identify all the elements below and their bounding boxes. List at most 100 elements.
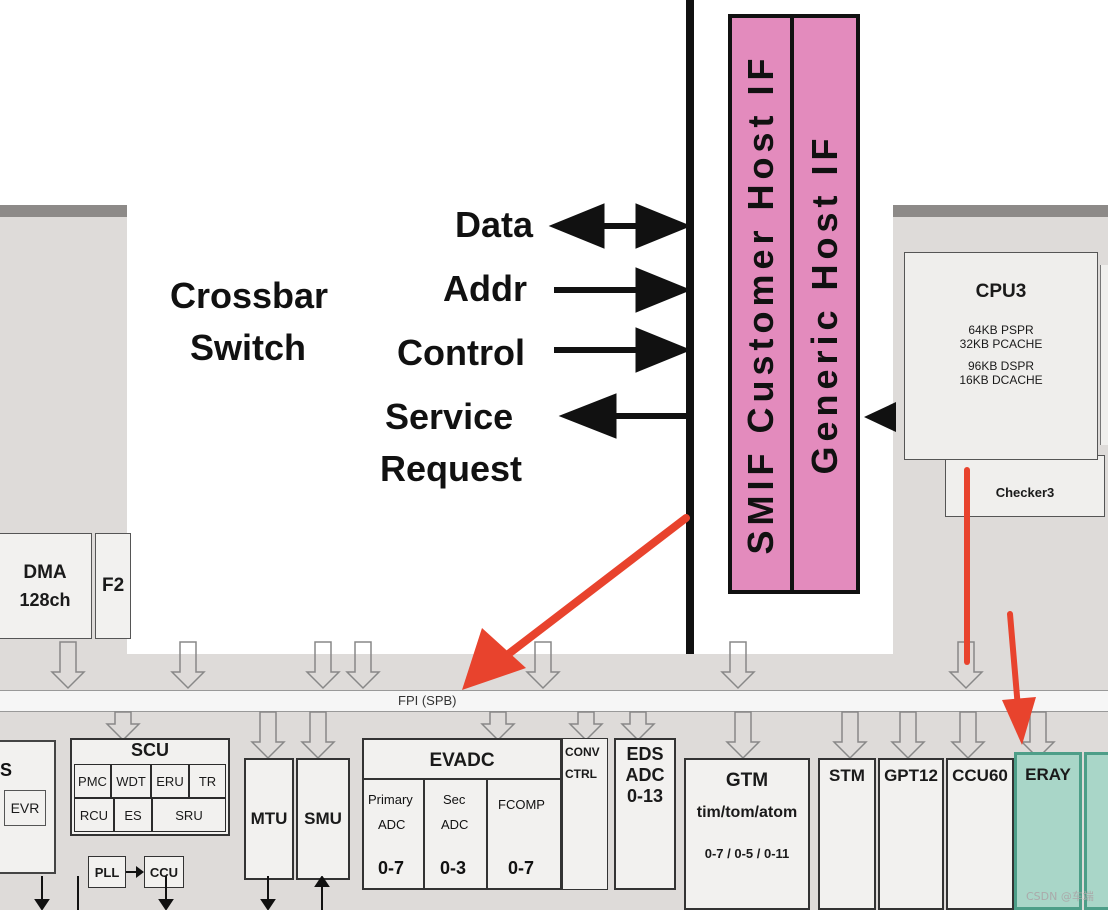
ccu-label: CCU bbox=[149, 864, 179, 880]
scu-label: SCU bbox=[130, 740, 169, 760]
connector-arrow bbox=[105, 711, 141, 742]
control-arrow bbox=[554, 327, 692, 373]
eds-label: EDS bbox=[626, 744, 664, 764]
evadc-col-div2 bbox=[486, 780, 488, 888]
connector-arrow bbox=[725, 711, 761, 760]
eds-adc-block: EDS ADC 0-13 bbox=[614, 738, 676, 890]
primary-adc-l2: ADC bbox=[378, 817, 406, 832]
eru-label: ERU bbox=[156, 773, 184, 789]
gpt12-label: GPT12 bbox=[884, 766, 938, 785]
signal-data-label: Data bbox=[455, 204, 534, 245]
evr-label: EVR bbox=[10, 800, 40, 816]
connector-arrow bbox=[525, 641, 561, 690]
f2-block: F2 bbox=[95, 533, 131, 639]
connector-arrow bbox=[345, 641, 381, 690]
connector-arrow bbox=[300, 711, 336, 760]
connector-arrow bbox=[305, 641, 341, 690]
rcu-block: RCU bbox=[74, 798, 114, 832]
s-block-label: S bbox=[0, 760, 13, 780]
rcu-label: RCU bbox=[79, 807, 109, 823]
sec-adc-l1: Sec bbox=[443, 792, 466, 807]
gray-top-strip-left bbox=[0, 205, 130, 217]
f2-label: F2 bbox=[102, 575, 125, 596]
signal-service-label: Service bbox=[385, 396, 514, 437]
sru-block: SRU bbox=[152, 798, 226, 832]
ctrl-label: CTRL bbox=[565, 767, 597, 781]
stm-label: STM bbox=[829, 766, 865, 785]
red-arrow-to-eray bbox=[1002, 611, 1036, 745]
connector-arrow bbox=[568, 711, 604, 742]
fpi-bus-label: FPI (SPB) bbox=[398, 693, 457, 708]
pll-block: PLL bbox=[88, 856, 126, 888]
evadc-divider bbox=[364, 778, 560, 780]
pmc-block: PMC bbox=[74, 764, 111, 798]
cpu3-title: CPU3 bbox=[975, 281, 1027, 302]
signal-control-label: Control bbox=[397, 332, 525, 373]
gtm-sub-label: tim/tom/atom bbox=[696, 804, 798, 821]
bus-connectors bbox=[50, 641, 1056, 760]
evr-block: EVR bbox=[4, 790, 46, 826]
ccu-block: CCU bbox=[144, 856, 184, 888]
gray-top-strip-right bbox=[893, 205, 1108, 217]
cpu3-side-strip bbox=[1100, 265, 1108, 445]
pmc-label: PMC bbox=[78, 773, 107, 789]
service-request-arrow bbox=[558, 393, 690, 439]
fcomp-range: 0-7 bbox=[508, 858, 535, 878]
smu-block: SMU bbox=[296, 758, 350, 880]
pll-label: PLL bbox=[94, 864, 120, 880]
watermark: CSDN @车端 bbox=[1026, 890, 1094, 903]
eru-block: ERU bbox=[151, 764, 189, 798]
next-block-edge bbox=[1084, 752, 1108, 910]
eds-adc-label: ADC bbox=[625, 765, 665, 785]
sec-adc-l2: ADC bbox=[441, 817, 469, 832]
evadc-block: EVADC bbox=[362, 738, 562, 890]
sru-label: SRU bbox=[175, 807, 203, 823]
checker3-label: Checker3 bbox=[995, 484, 1055, 500]
signal-request-label: Request bbox=[380, 448, 523, 489]
crossbar-switch-label: Crossbar Switch bbox=[170, 270, 328, 374]
cpu3-dcache: 16KB DCACHE bbox=[959, 373, 1043, 387]
fpi-bus-line bbox=[0, 690, 1108, 712]
dma-channels: 128ch bbox=[19, 589, 71, 610]
cpu3-dspr: 96KB DSPR bbox=[967, 359, 1035, 373]
addr-arrow bbox=[554, 267, 692, 313]
wdt-label: WDT bbox=[116, 773, 146, 789]
tr-block: TR bbox=[189, 764, 226, 798]
connector-arrow bbox=[50, 641, 86, 690]
crossbar-vertical-bus bbox=[686, 0, 694, 654]
mtu-label: MTU bbox=[250, 809, 288, 828]
cpu3-pspr: 64KB PSPR bbox=[968, 323, 1034, 337]
dma-title: DMA bbox=[23, 561, 67, 583]
conv-label: CONV bbox=[565, 745, 600, 759]
connector-arrow bbox=[948, 641, 984, 690]
connector-arrow bbox=[720, 641, 756, 690]
crossbar-line1: Crossbar bbox=[170, 275, 329, 316]
ccu60-block: CCU60 bbox=[946, 758, 1014, 910]
connector-arrow bbox=[832, 711, 868, 760]
signal-addr-label: Addr bbox=[443, 268, 527, 309]
bottom-io-arrows bbox=[34, 876, 330, 910]
sec-adc-range: 0-3 bbox=[440, 858, 467, 878]
connector-arrow bbox=[170, 641, 206, 690]
data-bidirectional-arrow bbox=[548, 203, 692, 249]
gpt12-block: GPT12 bbox=[878, 758, 944, 910]
primary-adc-l1: Primary bbox=[368, 792, 413, 807]
evadc-col-div1 bbox=[423, 780, 425, 888]
es-label: ES bbox=[124, 807, 142, 823]
cpu3-left-arrow bbox=[864, 402, 896, 432]
connector-arrow bbox=[1020, 711, 1056, 760]
smu-label: SMU bbox=[304, 809, 342, 828]
tr-label: TR bbox=[198, 773, 217, 789]
connector-arrow bbox=[950, 711, 986, 760]
gtm-block: GTM tim/tom/atom 0-7 / 0-5 / 0-11 bbox=[684, 758, 810, 910]
dma-block: DMA 128ch bbox=[0, 533, 92, 639]
connector-arrow bbox=[480, 711, 516, 742]
eds-range: 0-13 bbox=[626, 786, 664, 806]
red-arrow-crossbar-to-fpi bbox=[462, 514, 690, 690]
wdt-block: WDT bbox=[111, 764, 151, 798]
eray-block: ERAY bbox=[1014, 752, 1082, 910]
eray-label: ERAY bbox=[1025, 765, 1071, 784]
ccu60-label: CCU60 bbox=[952, 766, 1008, 785]
pll-ccu-arrow bbox=[126, 866, 144, 878]
